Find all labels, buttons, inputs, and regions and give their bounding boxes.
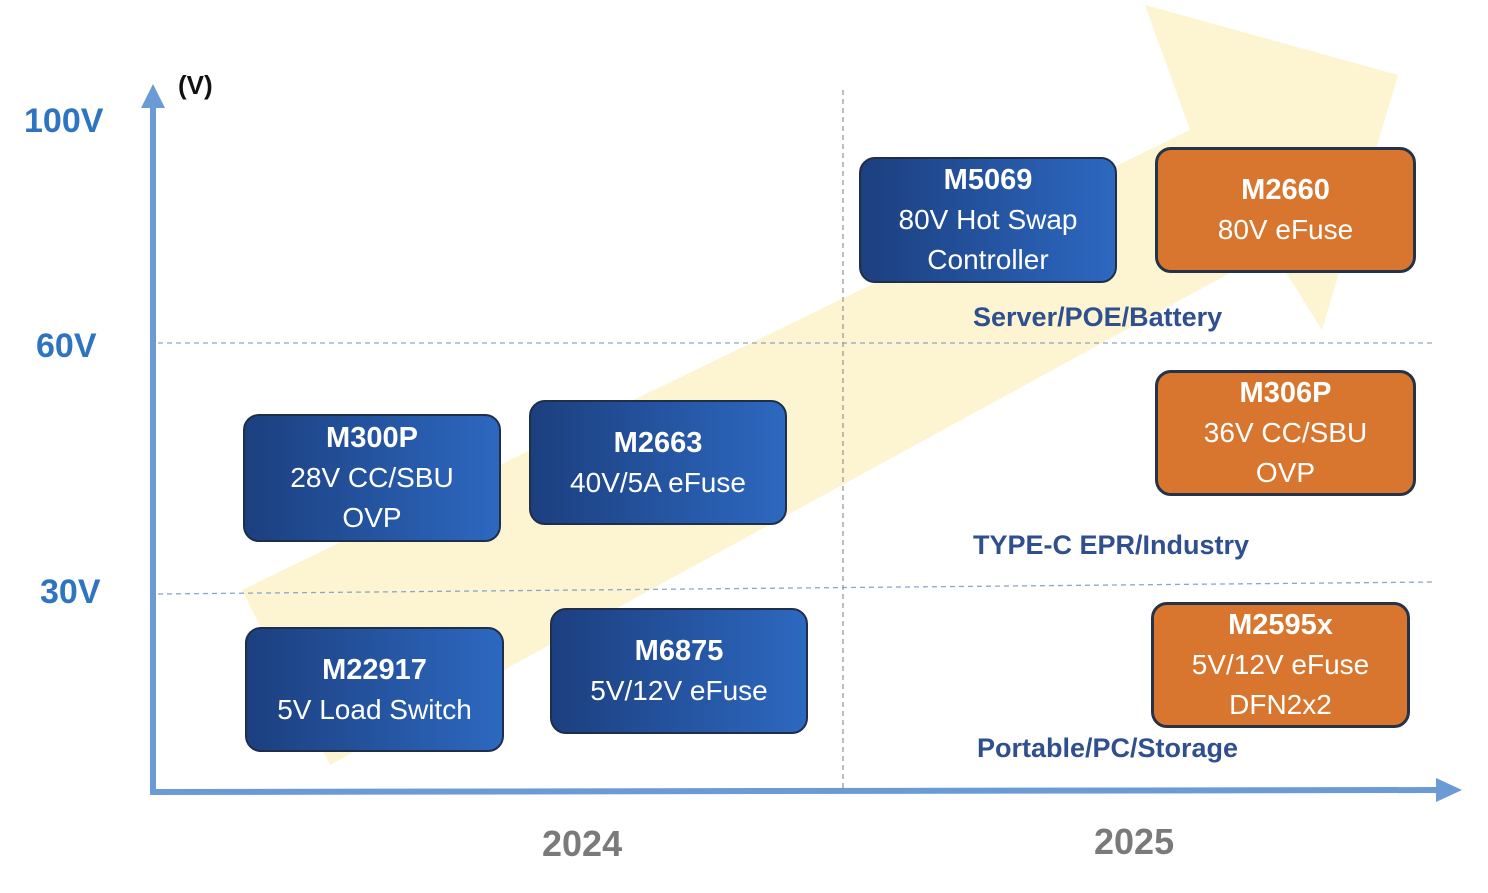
product-m2663: M2663 40V/5A eFuse: [529, 400, 787, 525]
product-m2663-desc: 40V/5A eFuse: [570, 466, 746, 498]
product-m2660: M2660 80V eFuse: [1155, 147, 1416, 273]
product-m22917: M22917 5V Load Switch: [245, 627, 504, 752]
product-m2595x-name: M2595x: [1228, 609, 1333, 641]
product-m306p-desc2: OVP: [1255, 457, 1316, 488]
x-period-2024: 2024: [542, 823, 623, 864]
product-m2595x-desc2: DFN2x2: [1229, 689, 1332, 720]
product-m300p-name: M300P: [326, 422, 418, 454]
product-m306p-desc: 36V CC/SBU: [1203, 417, 1368, 448]
product-m2663-name: M2663: [613, 426, 703, 459]
segment-typec: TYPE-C EPR/Industry: [973, 530, 1250, 560]
product-m306p-name: M306P: [1239, 377, 1332, 409]
product-m5069: M5069 80V Hot Swap Controller: [859, 157, 1117, 283]
y-axis-arrowhead: [141, 84, 165, 108]
product-m6875-name: M6875: [634, 635, 724, 667]
segment-portable: Portable/PC/Storage: [977, 733, 1239, 763]
product-m2595x: M2595x 5V/12V eFuse DFN2x2: [1151, 602, 1410, 728]
y-level-100v: 100V: [24, 102, 104, 140]
product-m300p: M300P 28V CC/SBU OVP: [243, 414, 501, 542]
y-level-60v: 60V: [36, 327, 97, 365]
product-m2660-name: M2660: [1241, 174, 1330, 206]
product-m6875: M6875 5V/12V eFuse: [550, 608, 808, 734]
product-m6875-desc: 5V/12V eFuse: [590, 675, 768, 706]
x-axis-arrowhead: [1436, 778, 1462, 802]
product-m2660-desc: 80V eFuse: [1217, 214, 1354, 245]
unit-label: (V): [178, 70, 213, 100]
x-axis: [149, 787, 1439, 795]
y-level-30v: 30V: [40, 573, 101, 611]
gridline-30v: [157, 581, 1436, 595]
product-m22917-name: M22917: [322, 653, 427, 686]
product-m300p-desc2: OVP: [342, 502, 402, 533]
product-m300p-desc: 28V CC/SBU: [290, 462, 454, 493]
product-m22917-desc: 5V Load Switch: [277, 693, 472, 725]
product-m5069-desc2: Controller: [927, 244, 1049, 275]
product-m5069-desc: 80V Hot Swap: [898, 204, 1078, 235]
x-period-2025: 2025: [1094, 821, 1175, 862]
product-m306p: M306P 36V CC/SBU OVP: [1155, 370, 1416, 496]
segment-server: Server/POE/Battery: [973, 302, 1223, 332]
product-m2595x-desc: 5V/12V eFuse: [1191, 649, 1370, 680]
product-m5069-name: M5069: [943, 164, 1033, 196]
